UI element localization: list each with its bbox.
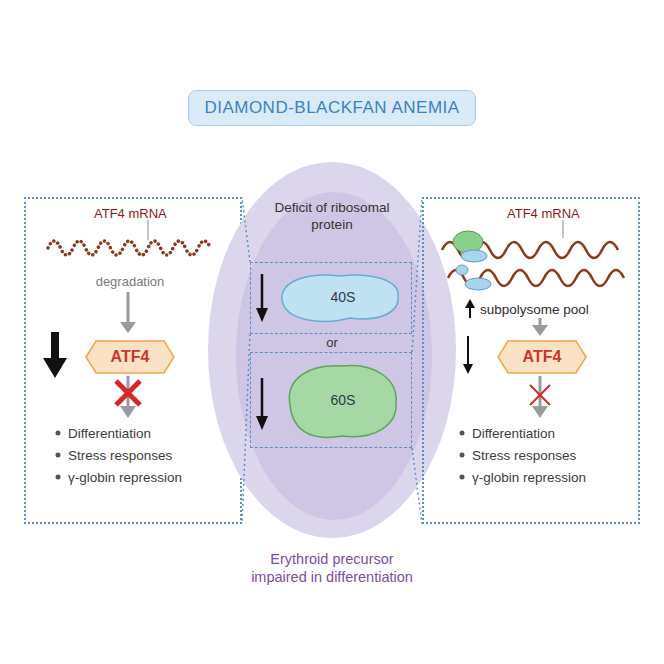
block-cross — [116, 381, 140, 405]
protein-hexagon: ATF4 — [497, 340, 587, 374]
block-cross — [530, 385, 550, 405]
cell-heading: Deficit of ribosomal protein — [267, 200, 397, 234]
outcome-item: γ-globin repression — [472, 470, 637, 487]
ribosome — [453, 231, 487, 262]
mrna-label: ATF4 mRNA — [507, 206, 607, 222]
cell-ellipse: Deficit of ribosomal proteinErythroid pr… — [200, 160, 465, 590]
flow-arrow — [532, 376, 548, 418]
subunit-box: 60S — [250, 352, 412, 448]
subunit-name: 60S — [301, 392, 385, 410]
protein-hexagon: ATF4 — [85, 340, 175, 374]
hexagon-shape — [498, 341, 586, 373]
mrna-strand — [442, 242, 618, 258]
bullet-dot — [56, 431, 61, 436]
cell-caption: Erythroid precursor impaired in differen… — [247, 550, 417, 586]
outcome-item: Stress responses — [68, 448, 238, 465]
bullet-dot — [460, 453, 465, 458]
bullet-dot — [460, 431, 465, 436]
bullet-dot — [56, 475, 61, 480]
increase-arrow — [465, 299, 475, 318]
subunit-box: 40S — [250, 262, 412, 334]
mrna-strand — [448, 270, 624, 286]
leader-line — [148, 220, 149, 240]
cell-interior — [236, 192, 432, 520]
conjunction-label: or — [320, 335, 344, 350]
outcome-item: Stress responses — [472, 448, 637, 465]
decrease-arrow — [43, 332, 67, 378]
protein-name: ATF4 — [85, 340, 175, 374]
title-banner: DIAMOND-BLACKFAN ANEMIA — [188, 90, 476, 126]
degraded-mrna — [48, 241, 211, 255]
flow-arrow — [532, 318, 548, 336]
outcome-item: Differentiation — [472, 426, 637, 443]
outcome-item: Differentiation — [68, 426, 238, 443]
bullet-dot — [56, 453, 61, 458]
process-label: subpolysome pool — [480, 302, 630, 319]
subunit-name: 40S — [301, 289, 385, 307]
outcome-item: γ-globin repression — [68, 470, 238, 487]
flow-arrow — [120, 292, 136, 333]
mrna-label: ATF4 mRNA — [94, 206, 194, 222]
flow-arrow — [120, 376, 136, 418]
protein-name: ATF4 — [497, 340, 587, 374]
hexagon-shape — [86, 341, 174, 373]
decrease-arrow — [463, 336, 473, 374]
process-label: degradation — [75, 274, 185, 290]
bullet-dot — [460, 475, 465, 480]
leader-line — [563, 220, 564, 238]
cell-membrane — [208, 162, 456, 538]
ribosome — [456, 265, 491, 290]
zoom-panel: ATF4 mRNA subpolysome poolDifferentiation… — [422, 197, 640, 524]
